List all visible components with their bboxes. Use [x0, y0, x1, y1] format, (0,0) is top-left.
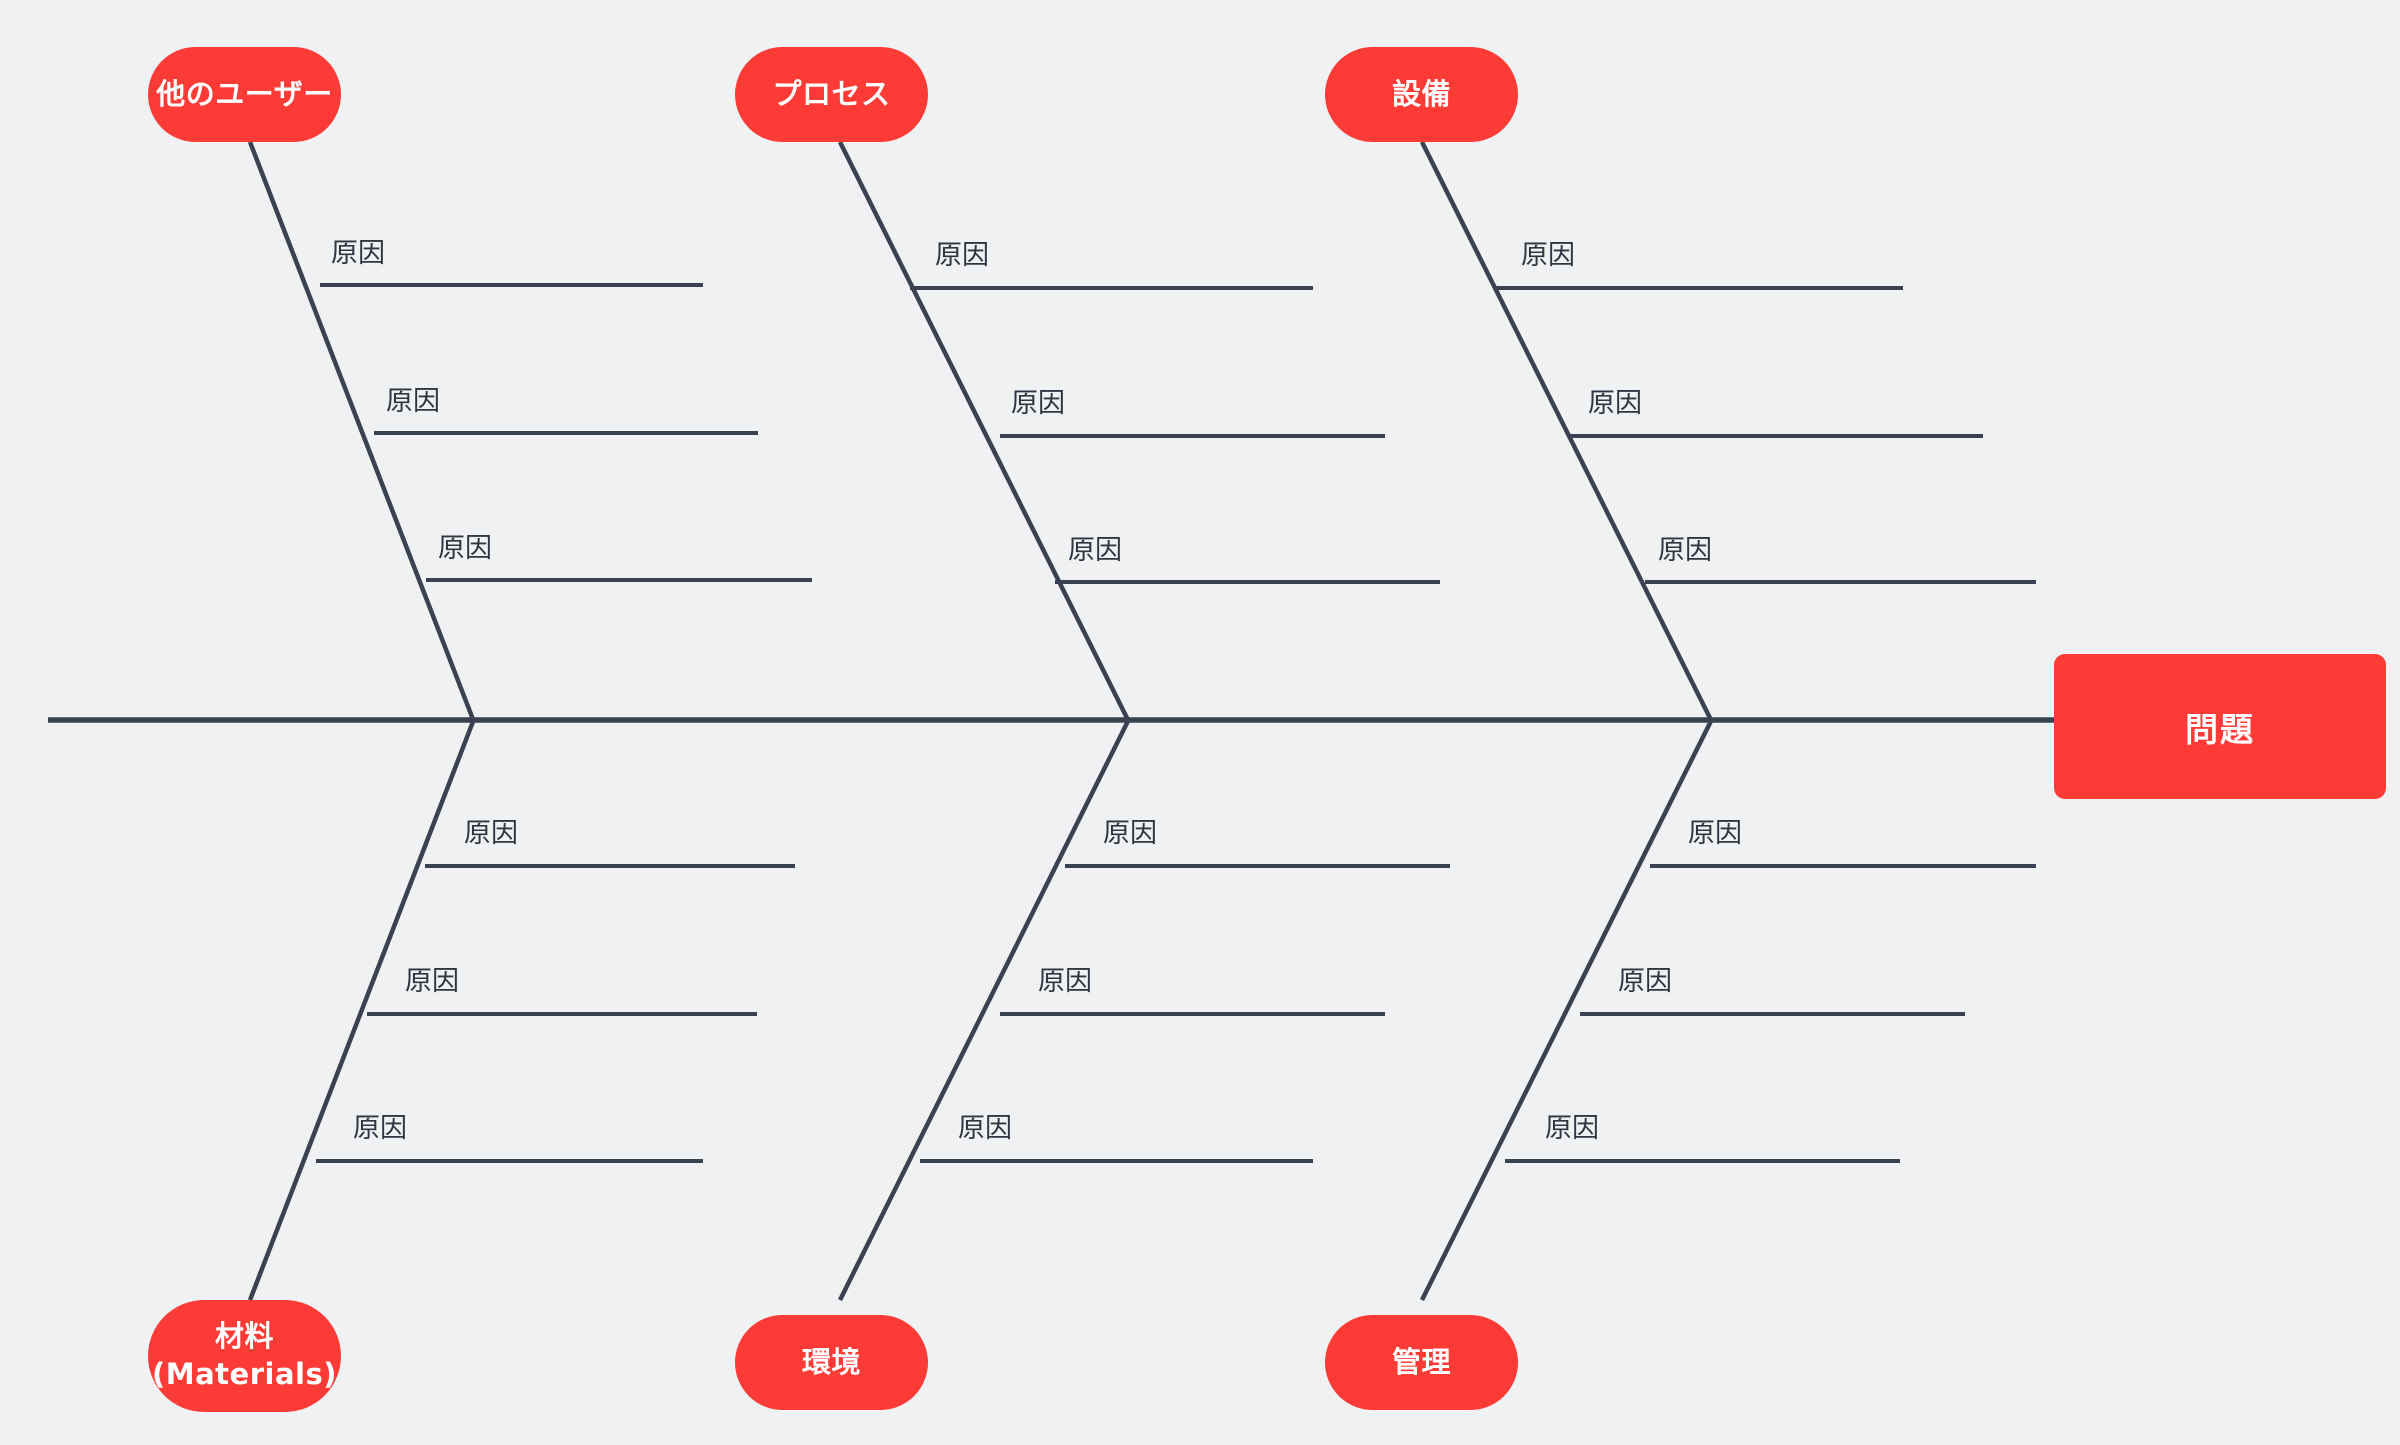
- category-pill-process[interactable]: プロセス: [735, 47, 928, 142]
- rib-materials: [247, 718, 477, 1301]
- problem-statement-box[interactable]: 問題: [2054, 654, 2386, 799]
- cause-label-g2b-3[interactable]: 原因: [958, 1113, 1012, 1144]
- category-pill-materials[interactable]: 材料 (Materials): [148, 1300, 341, 1412]
- cause-label-g3b-3[interactable]: 原因: [1545, 1113, 1599, 1144]
- cause-label-g1t-2[interactable]: 原因: [386, 386, 440, 417]
- cause-label-g2b-1[interactable]: 原因: [1103, 818, 1157, 849]
- cause-label-g3b-1[interactable]: 原因: [1688, 818, 1742, 849]
- category-pill-materials-label-line1: 材料: [214, 1319, 274, 1354]
- category-pill-management-label: 管理: [1391, 1344, 1451, 1379]
- category-pill-environment-label: 環境: [801, 1344, 861, 1379]
- rib-process: [837, 140, 1132, 724]
- cause-label-g2t-3[interactable]: 原因: [1068, 535, 1122, 566]
- rib-other-users: [247, 141, 477, 723]
- category-pill-process-label: プロセス: [772, 76, 891, 111]
- category-pill-environment[interactable]: 環境: [735, 1315, 928, 1410]
- cause-label-g3b-2[interactable]: 原因: [1618, 966, 1672, 997]
- cause-label-g2t-1[interactable]: 原因: [935, 240, 989, 271]
- problem-statement-label: 問題: [2185, 709, 2255, 749]
- rib-equipment: [1419, 140, 1715, 724]
- cause-label-g2b-2[interactable]: 原因: [1038, 966, 1092, 997]
- cause-label-g3t-3[interactable]: 原因: [1658, 535, 1712, 566]
- rib-environment: [837, 717, 1132, 1302]
- cause-label-g1t-1[interactable]: 原因: [331, 238, 385, 269]
- category-pill-other-users-label: 他のユーザー: [156, 76, 333, 111]
- cause-label-g1b-2[interactable]: 原因: [405, 966, 459, 997]
- rib-management: [1419, 717, 1715, 1302]
- category-pill-management[interactable]: 管理: [1325, 1315, 1518, 1410]
- category-pill-equipment[interactable]: 設備: [1325, 47, 1518, 142]
- cause-label-g2t-2[interactable]: 原因: [1011, 388, 1065, 419]
- cause-label-g1t-3[interactable]: 原因: [438, 533, 492, 564]
- cause-label-g3t-1[interactable]: 原因: [1521, 240, 1575, 271]
- cause-label-g3t-2[interactable]: 原因: [1588, 388, 1642, 419]
- category-pill-equipment-label: 設備: [1391, 76, 1451, 111]
- cause-label-g1b-1[interactable]: 原因: [464, 818, 518, 849]
- category-pill-other-users[interactable]: 他のユーザー: [148, 47, 341, 142]
- category-pill-materials-label-line2: (Materials): [152, 1357, 337, 1391]
- cause-label-g1b-3[interactable]: 原因: [353, 1113, 407, 1144]
